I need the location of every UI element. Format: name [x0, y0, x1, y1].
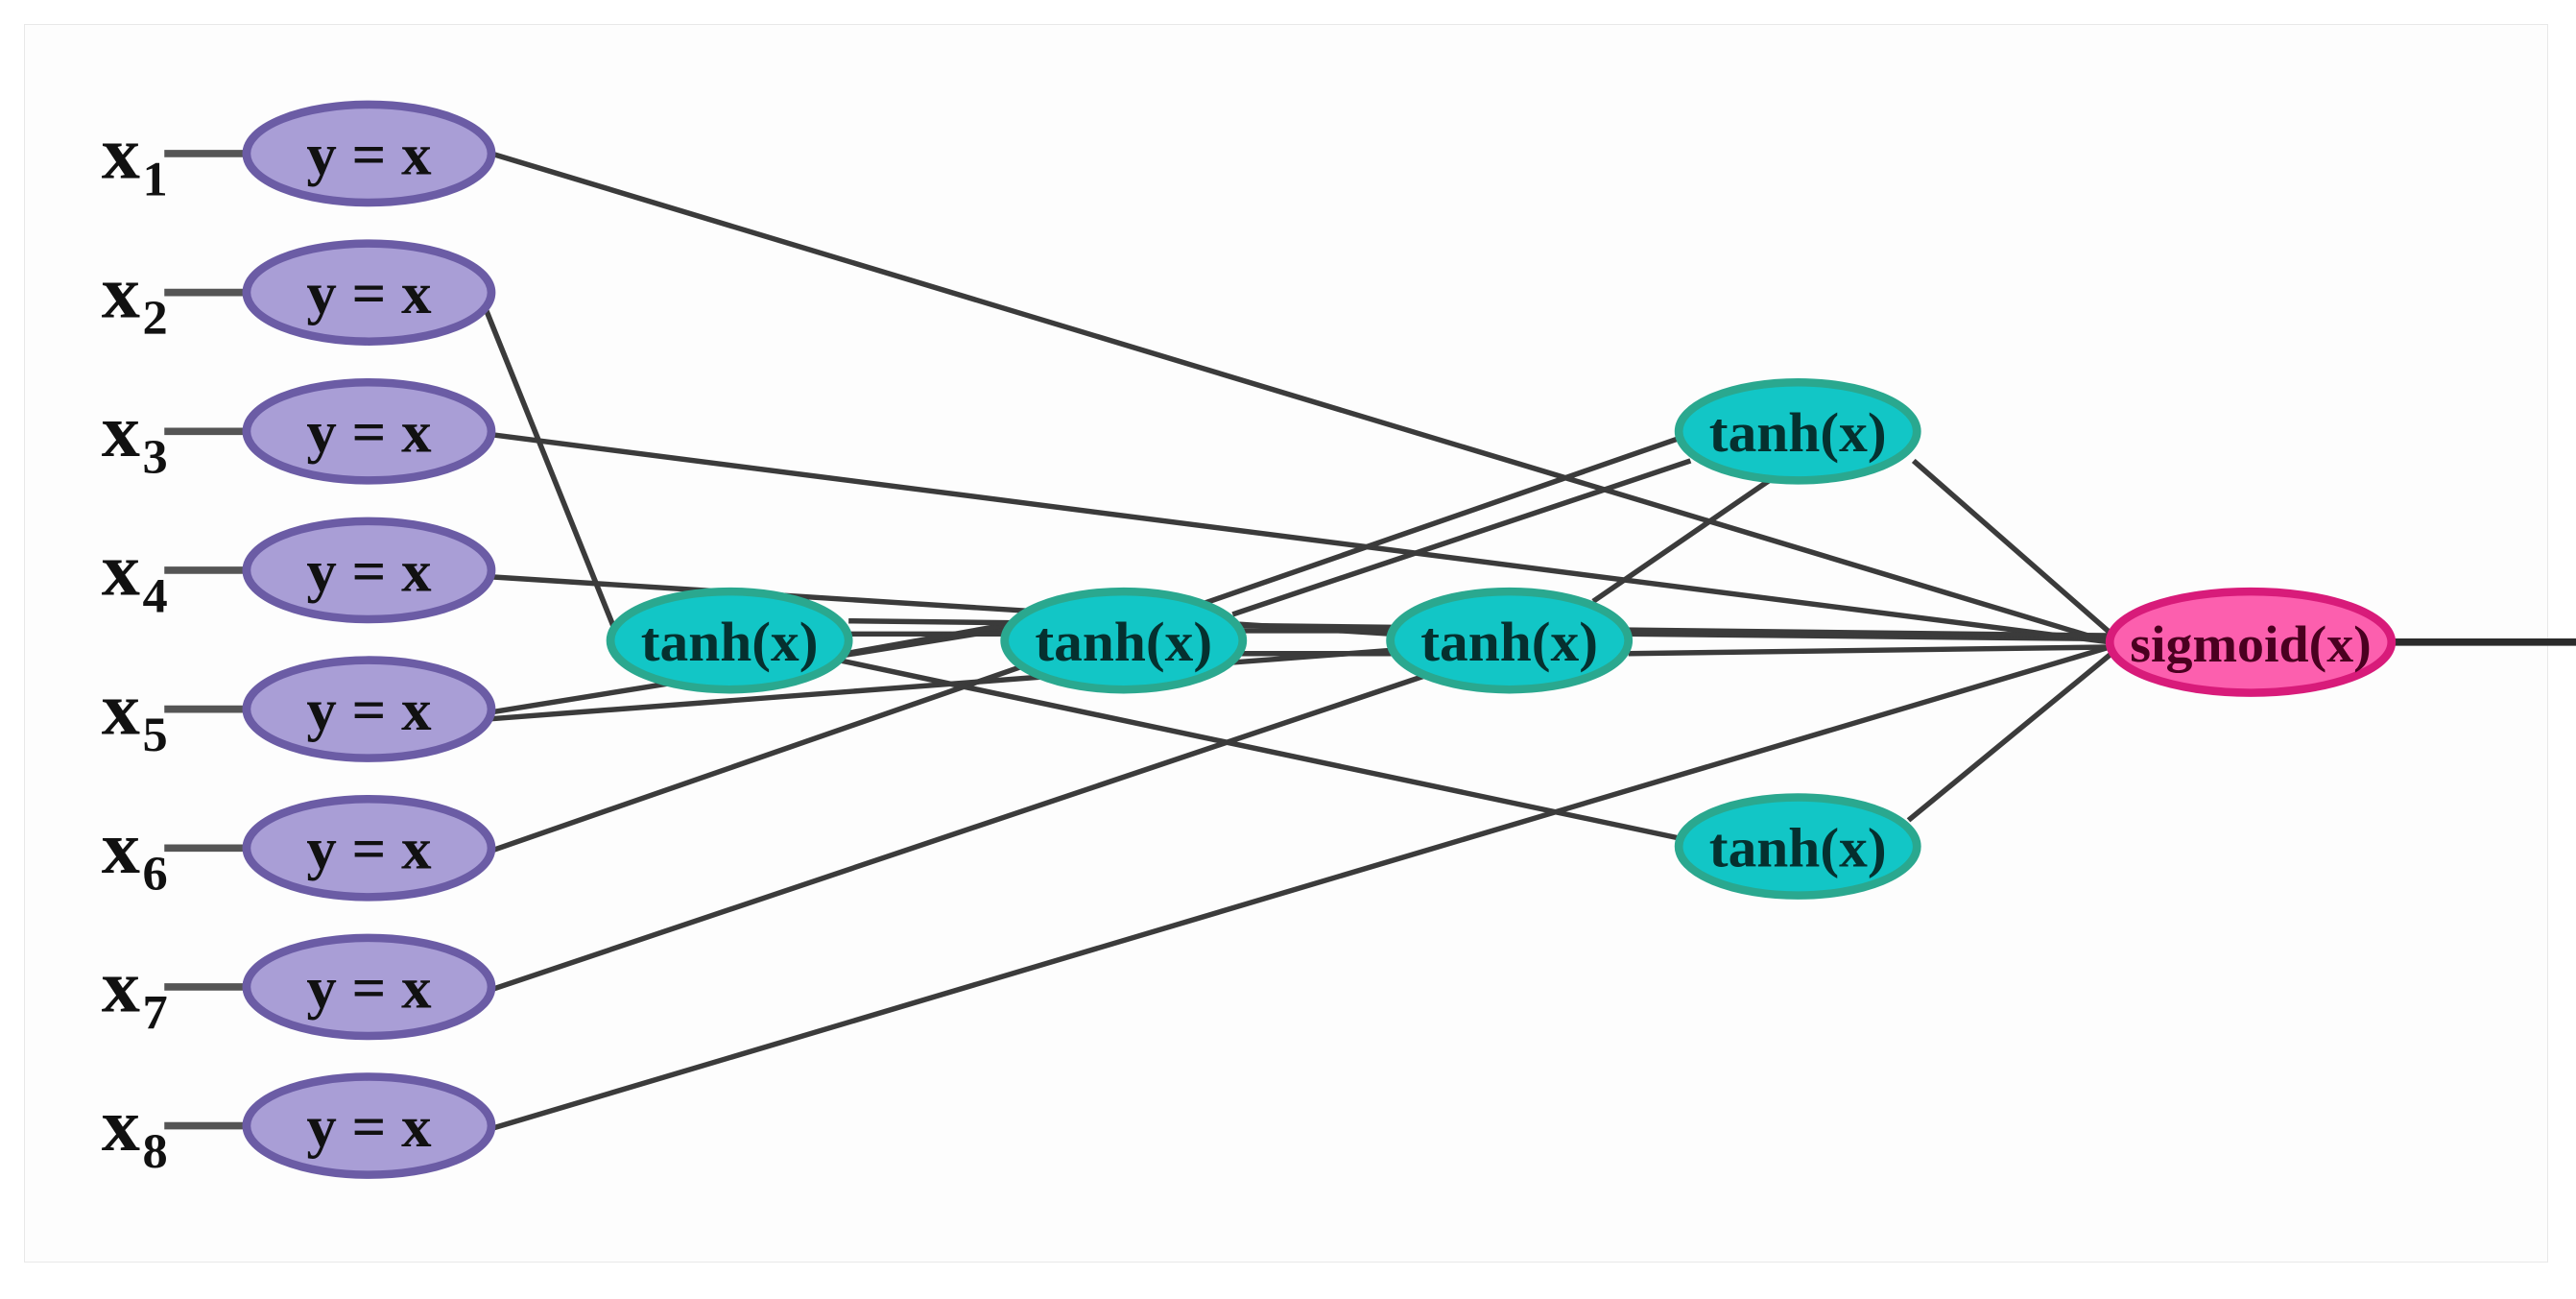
- hidden-node-2-label: tanh(x): [1035, 612, 1212, 673]
- input-label-sub-6: 6: [143, 847, 168, 901]
- hidden-node-1[interactable]: tanh(x): [606, 587, 853, 694]
- hidden-node-5-label: tanh(x): [1709, 817, 1887, 878]
- input-node-8-label: y = x: [306, 1095, 431, 1160]
- input-label-sub-1: 1: [143, 153, 168, 206]
- edge-i7-to-h3: [489, 667, 1443, 993]
- input-node-5-ellipse[interactable]: [242, 656, 496, 762]
- input-label-sub-4: 4: [143, 569, 168, 623]
- edge-h3-to-o1: [1628, 631, 2111, 642]
- input-node-6[interactable]: y = x: [242, 794, 496, 902]
- input-node-2[interactable]: y = x: [242, 239, 496, 346]
- io-labels-layer: x1x2x3x4x5x6x7x8y: [102, 112, 168, 1179]
- input-label-base-8: x: [102, 1084, 141, 1167]
- hidden-node-4[interactable]: tanh(x): [1674, 377, 1921, 485]
- edge-h2-to-h4: [1231, 458, 1692, 617]
- edge-i1-to-o1: [490, 151, 2111, 645]
- input-node-5[interactable]: y = x: [242, 656, 496, 762]
- edge-h4-to-o1: [1911, 458, 2113, 637]
- input-node-4[interactable]: y = x: [242, 517, 496, 624]
- edge-i5-to-h3: [489, 647, 1393, 722]
- edge-h3-to-h4: [1591, 478, 1772, 604]
- input-node-4-ellipse[interactable]: [242, 517, 496, 624]
- input-node-7-ellipse[interactable]: [242, 933, 496, 1041]
- edge-i3-to-o1: [490, 432, 2111, 645]
- input-label-base-6: x: [102, 806, 141, 890]
- input-node-6-ellipse[interactable]: [242, 794, 496, 902]
- input-node-8-ellipse[interactable]: [242, 1072, 496, 1179]
- input-label-base-7: x: [102, 946, 141, 1029]
- edge-h1-to-h2: [845, 621, 1011, 657]
- input-node-1[interactable]: y = x: [242, 100, 496, 207]
- edge-h1-to-h5: [838, 657, 1688, 843]
- edge-h3-to-o1: [1628, 644, 2111, 657]
- input-node-1-ellipse[interactable]: [242, 100, 496, 207]
- input-label-sub-8: 8: [143, 1125, 168, 1179]
- input-node-7-label: y = x: [306, 956, 431, 1021]
- input-node-8[interactable]: y = x: [242, 1072, 496, 1179]
- output-node[interactable]: sigmoid(x): [2105, 587, 2397, 697]
- input-node-2-label: y = x: [306, 262, 431, 326]
- input-label-base-4: x: [102, 529, 141, 613]
- input-node-5-label: y = x: [306, 679, 431, 743]
- hidden-node-2[interactable]: tanh(x): [1000, 587, 1248, 694]
- input-label-base-1: x: [102, 112, 141, 196]
- output-node-ellipse[interactable]: [2105, 587, 2397, 697]
- input-label-base-2: x: [102, 251, 141, 334]
- input-node-4-label: y = x: [306, 540, 431, 604]
- edge-h5-to-o1: [1906, 651, 2113, 823]
- input-node-3-ellipse[interactable]: [242, 377, 496, 485]
- input-node-1-label: y = x: [306, 123, 431, 187]
- nodes-layer: y = x y = x y = x y = x y = x y = x y = x y = x…: [242, 100, 2397, 1179]
- hidden-node-3[interactable]: tanh(x): [1386, 587, 1634, 694]
- hidden-node-4-label: tanh(x): [1709, 402, 1887, 464]
- hidden-node-3-label: tanh(x): [1420, 612, 1598, 673]
- edge-i2-to-h1: [484, 309, 617, 629]
- input-label-sub-5: 5: [143, 709, 168, 762]
- input-label-base-5: x: [102, 667, 141, 751]
- leads-layer: [164, 150, 2576, 1130]
- input-label-sub-3: 3: [143, 430, 168, 484]
- edge-i8-to-o1: [489, 644, 2111, 1132]
- hidden-node-1-ellipse[interactable]: [606, 587, 853, 694]
- hidden-node-3-ellipse[interactable]: [1386, 587, 1634, 694]
- input-label-base-3: x: [102, 390, 141, 473]
- hidden-node-2-ellipse[interactable]: [1000, 587, 1248, 694]
- input-label-sub-7: 7: [143, 986, 168, 1040]
- input-node-6-label: y = x: [306, 817, 431, 881]
- hidden-node-1-label: tanh(x): [641, 612, 819, 673]
- input-label-sub-2: 2: [143, 292, 168, 346]
- input-node-2-ellipse[interactable]: [242, 239, 496, 346]
- hidden-node-5-ellipse[interactable]: [1674, 793, 1921, 900]
- input-node-3[interactable]: y = x: [242, 377, 496, 485]
- input-node-7[interactable]: y = x: [242, 933, 496, 1041]
- output-node-label: sigmoid(x): [2130, 614, 2372, 672]
- input-node-3-label: y = x: [306, 400, 431, 465]
- hidden-node-5[interactable]: tanh(x): [1674, 793, 1921, 900]
- hidden-node-4-ellipse[interactable]: [1674, 377, 1921, 485]
